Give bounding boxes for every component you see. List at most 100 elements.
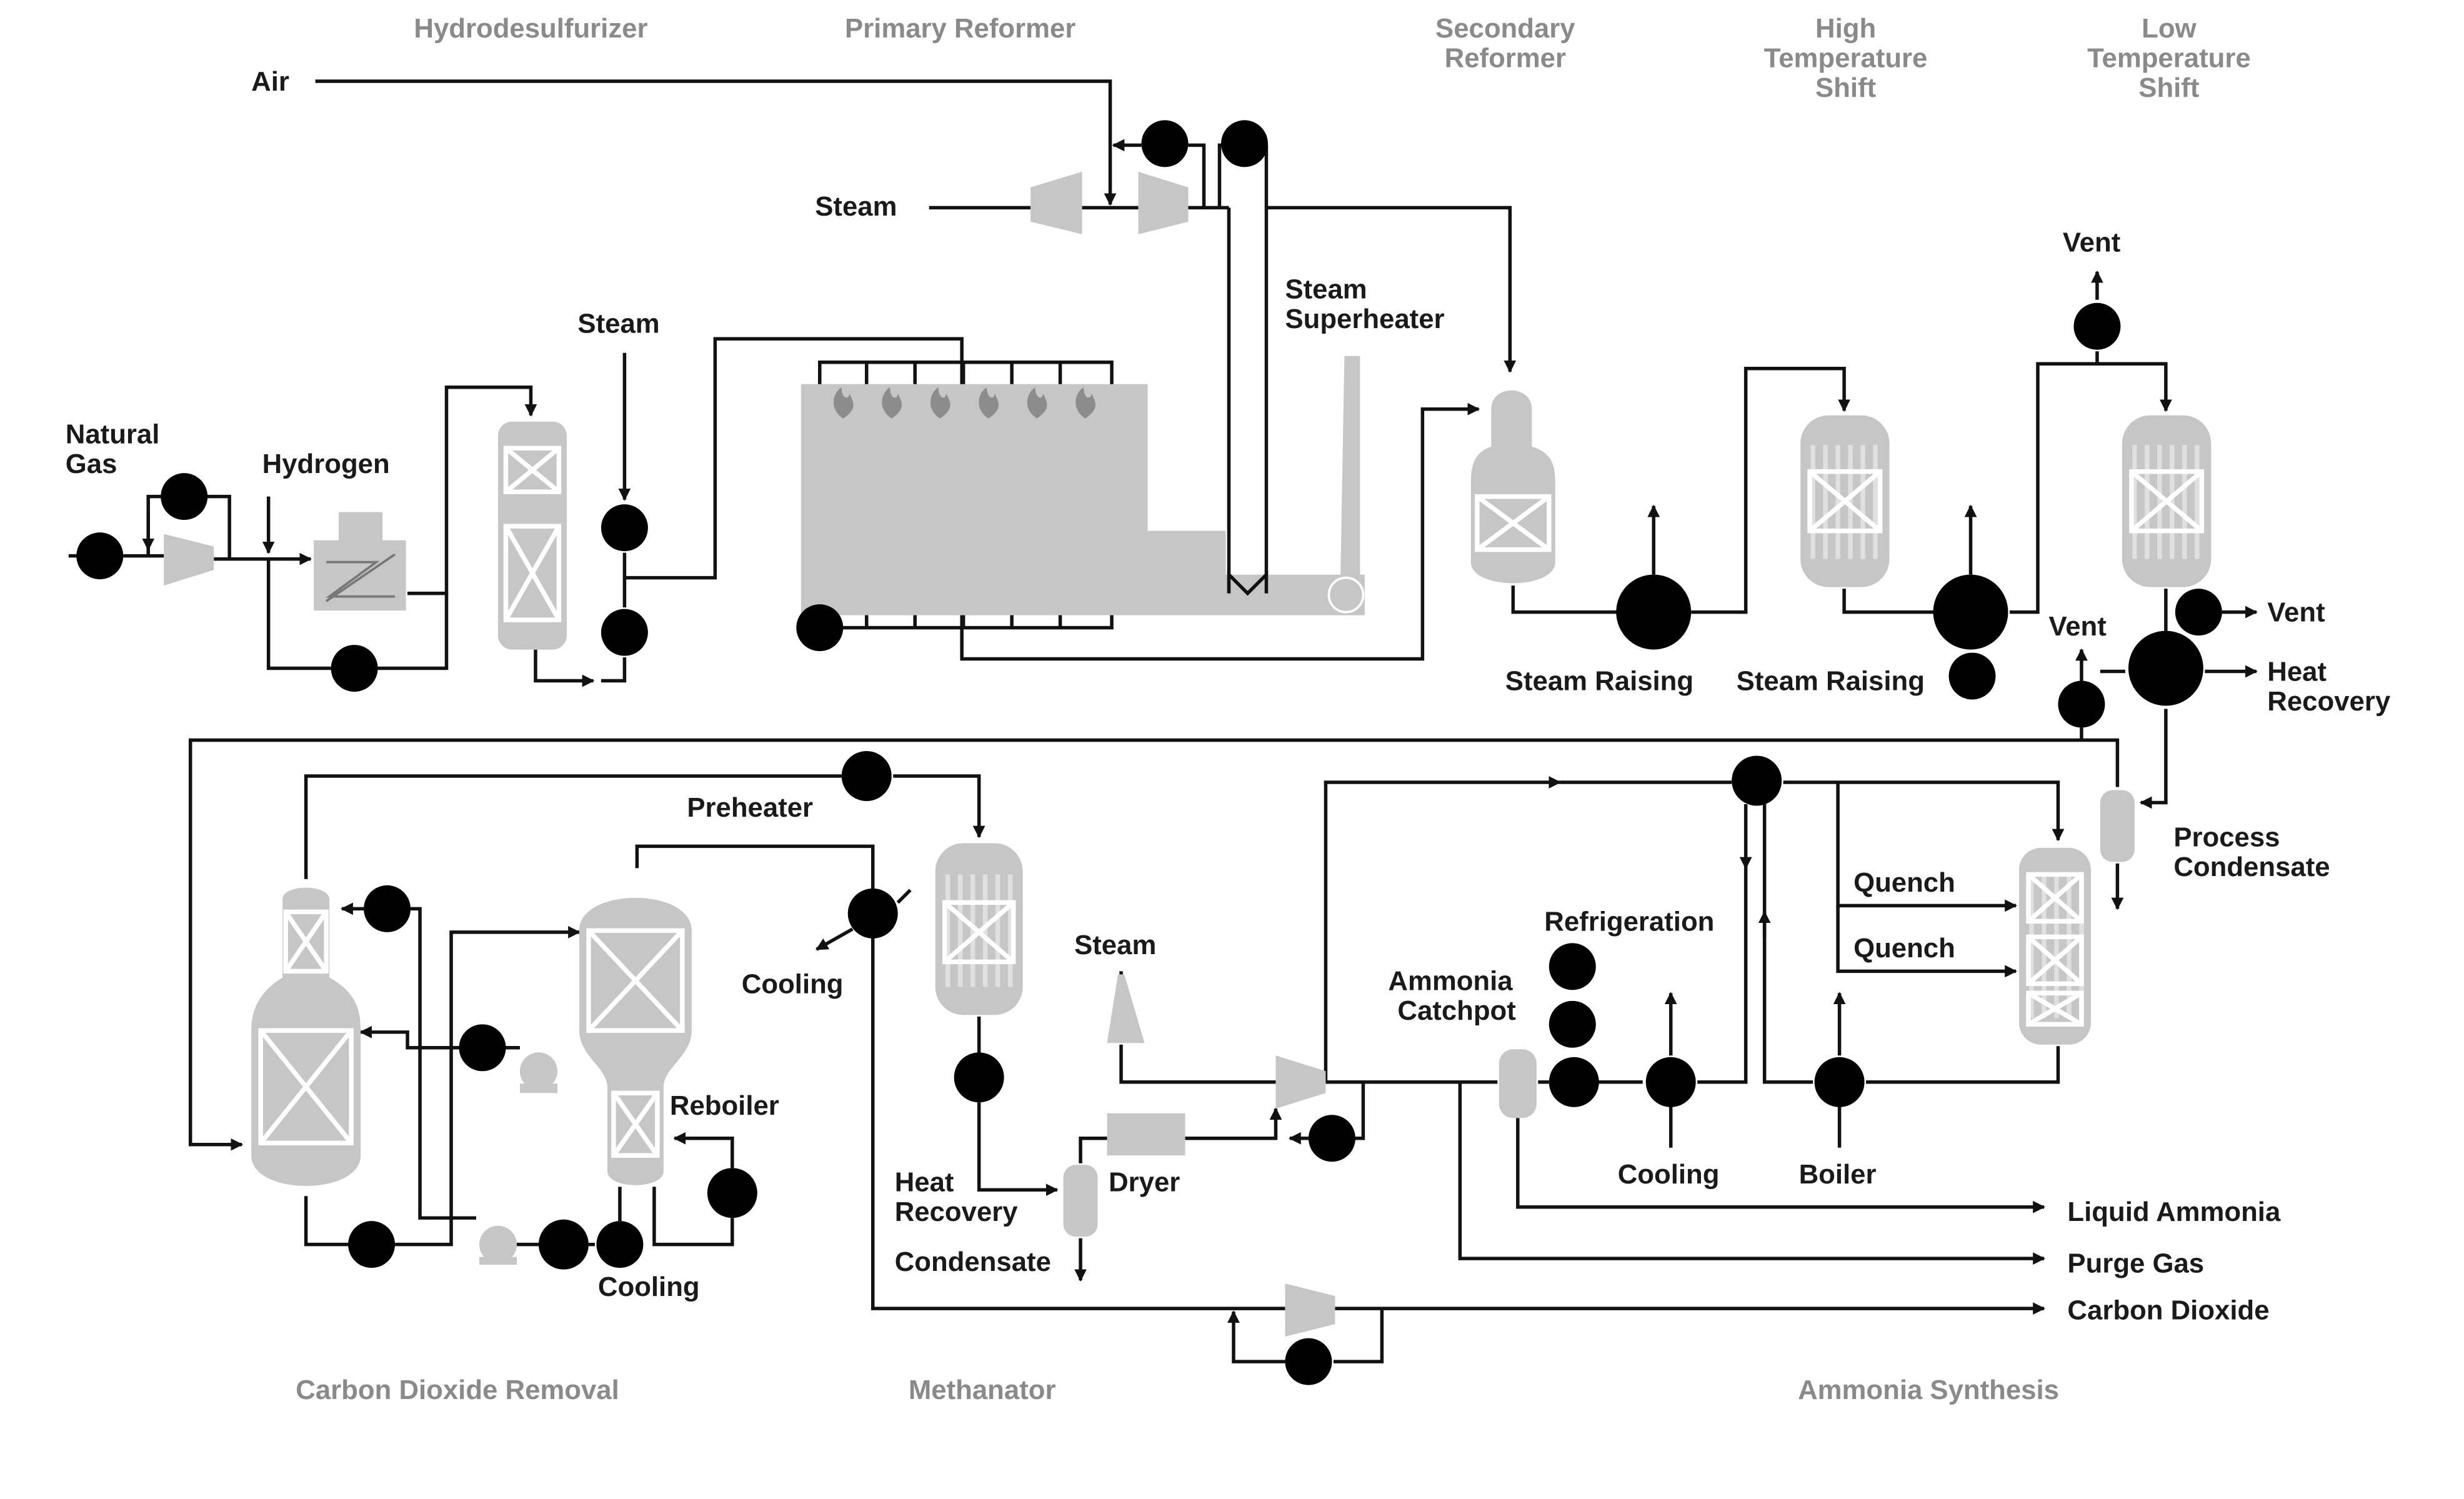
label-quench-2: Quench bbox=[1853, 933, 1955, 964]
flame-icon bbox=[1027, 387, 1047, 419]
label-cooling-synth: Cooling bbox=[1618, 1159, 1720, 1190]
control-valve-icon[interactable] bbox=[364, 885, 411, 932]
label-condensate: Condensate bbox=[895, 1247, 1051, 1277]
label-steam-top: Steam bbox=[815, 191, 897, 222]
heat-exchanger-icon bbox=[841, 750, 892, 801]
label-refrigeration: Refrigeration bbox=[1544, 906, 1714, 937]
label-natural-gas-2: Gas bbox=[66, 449, 117, 479]
steam-turbine bbox=[1107, 974, 1145, 1043]
label-purge-gas: Purge Gas bbox=[2067, 1248, 2204, 1279]
control-valve-icon[interactable] bbox=[76, 532, 124, 580]
label-ammonia-catchpot-1: Ammonia bbox=[1388, 965, 1513, 996]
heat-exchanger-icon bbox=[707, 1168, 757, 1218]
secondary-reformer-vessel bbox=[1470, 390, 1555, 584]
process-condensate-drum bbox=[2100, 790, 2135, 862]
heat-exchanger-icon bbox=[1732, 755, 1782, 806]
label-heat-recovery-right-2: Recovery bbox=[2267, 686, 2391, 717]
label-steam-superheater-2: Superheater bbox=[1285, 304, 1444, 334]
control-valve-icon[interactable] bbox=[1285, 1338, 1332, 1385]
control-valve-icon[interactable] bbox=[796, 604, 844, 652]
label-steam-raising-1: Steam Raising bbox=[1505, 666, 1693, 697]
control-valve-icon[interactable] bbox=[161, 473, 208, 520]
heat-exchanger-icon bbox=[1814, 1057, 1865, 1107]
control-valve-icon[interactable] bbox=[2058, 680, 2105, 728]
control-valve-icon[interactable] bbox=[1221, 120, 1268, 167]
heat-exchanger-icon bbox=[1933, 568, 2008, 656]
air-compressor-turbine bbox=[1030, 171, 1082, 234]
section-title-methanator: Methanator bbox=[909, 1375, 1056, 1405]
co2-stripper bbox=[579, 897, 692, 1185]
flame-icon bbox=[882, 387, 902, 419]
section-title-hydrodesulfurizer: Hydrodesulfurizer bbox=[414, 13, 647, 44]
section-title-lts-2: Temperature bbox=[2087, 42, 2251, 73]
label-hydrogen: Hydrogen bbox=[262, 449, 390, 479]
label-ammonia-catchpot-2: Catchpot bbox=[1397, 995, 1516, 1026]
lts-converter bbox=[2122, 415, 2212, 587]
flame-icon bbox=[833, 387, 854, 419]
hydrodesulfurizer-vessel bbox=[497, 421, 567, 650]
control-valve-icon[interactable] bbox=[601, 504, 648, 552]
co2-compressor bbox=[1285, 1283, 1335, 1337]
syngas-compressor bbox=[1275, 1055, 1326, 1109]
label-steam-raising-2: Steam Raising bbox=[1737, 666, 1925, 697]
section-title-ammonia-synthesis: Ammonia Synthesis bbox=[1798, 1375, 2059, 1405]
control-valve-icon[interactable] bbox=[331, 645, 378, 692]
control-valve-icon[interactable] bbox=[596, 1221, 644, 1268]
control-valve-icon[interactable] bbox=[1549, 943, 1596, 990]
dryer-vessel bbox=[1107, 1113, 1185, 1156]
control-valve-icon[interactable] bbox=[1308, 1115, 1355, 1162]
lean-solution-pump bbox=[479, 1225, 517, 1265]
label-steam-superheater-1: Steam bbox=[1285, 274, 1367, 304]
label-carbon-dioxide: Carbon Dioxide bbox=[2067, 1295, 2269, 1326]
label-vent-right: Vent bbox=[2267, 597, 2325, 628]
flame-icon bbox=[1075, 387, 1095, 419]
control-valve-icon[interactable] bbox=[459, 1024, 506, 1072]
control-valve-icon[interactable] bbox=[601, 609, 648, 656]
label-air: Air bbox=[251, 66, 289, 97]
primary-reformer-furnace bbox=[801, 356, 1365, 615]
section-title-co2-removal: Carbon Dioxide Removal bbox=[296, 1375, 619, 1405]
section-title-hts-3: Shift bbox=[1815, 72, 1877, 103]
heat-exchanger-icon bbox=[1616, 568, 1692, 656]
control-valve-icon[interactable] bbox=[1141, 120, 1189, 167]
label-cooling-co2: Cooling bbox=[742, 969, 844, 999]
hts-converter bbox=[1800, 415, 1890, 587]
label-heat-recovery-right-1: Heat bbox=[2267, 657, 2327, 687]
section-title-lts-1: Low bbox=[2142, 13, 2197, 44]
heat-exchanger-icon bbox=[1645, 1057, 1696, 1107]
heat-exchanger-icon bbox=[954, 1052, 1004, 1103]
methanator-separator bbox=[1063, 1165, 1098, 1237]
section-title-hts-1: High bbox=[1815, 13, 1876, 44]
label-heat-recovery-meth-2: Recovery bbox=[895, 1197, 1019, 1227]
control-valve-icon[interactable] bbox=[1948, 652, 1996, 700]
flame-icon bbox=[979, 387, 999, 419]
feed-preheater bbox=[314, 512, 406, 611]
flame-icon bbox=[930, 387, 950, 419]
control-valve-icon[interactable] bbox=[1549, 1000, 1596, 1048]
label-boiler: Boiler bbox=[1799, 1159, 1877, 1190]
ammonia-catchpot-vessel bbox=[1499, 1049, 1537, 1118]
label-preheater: Preheater bbox=[687, 792, 813, 823]
label-cooling-bottom: Cooling bbox=[598, 1272, 700, 1302]
control-valve-icon[interactable] bbox=[348, 1221, 396, 1268]
section-title-primary-reformer: Primary Reformer bbox=[845, 13, 1075, 44]
label-vent-top: Vent bbox=[2063, 227, 2121, 257]
co2-absorber bbox=[251, 887, 361, 1186]
label-dryer: Dryer bbox=[1109, 1167, 1180, 1198]
air-compressor bbox=[1138, 171, 1189, 234]
label-process-condensate-2: Condensate bbox=[2173, 852, 2330, 882]
section-title-hts-2: Temperature bbox=[1764, 42, 1928, 73]
control-valve-icon[interactable] bbox=[2175, 589, 2222, 636]
label-process-condensate-1: Process bbox=[2173, 822, 2280, 852]
label-steam-hds: Steam bbox=[577, 308, 659, 339]
burner-flames bbox=[833, 387, 1095, 419]
methanator-vessel bbox=[935, 843, 1023, 1015]
label-reboiler: Reboiler bbox=[670, 1090, 779, 1121]
semi-lean-pump bbox=[519, 1052, 557, 1093]
label-vent-lower: Vent bbox=[2048, 611, 2107, 642]
section-title-secondary-reformer-2: Reformer bbox=[1445, 42, 1566, 73]
heat-exchanger-icon bbox=[2128, 624, 2203, 712]
control-valve-icon[interactable] bbox=[2073, 302, 2121, 350]
feed-gas-compressor bbox=[164, 534, 214, 586]
